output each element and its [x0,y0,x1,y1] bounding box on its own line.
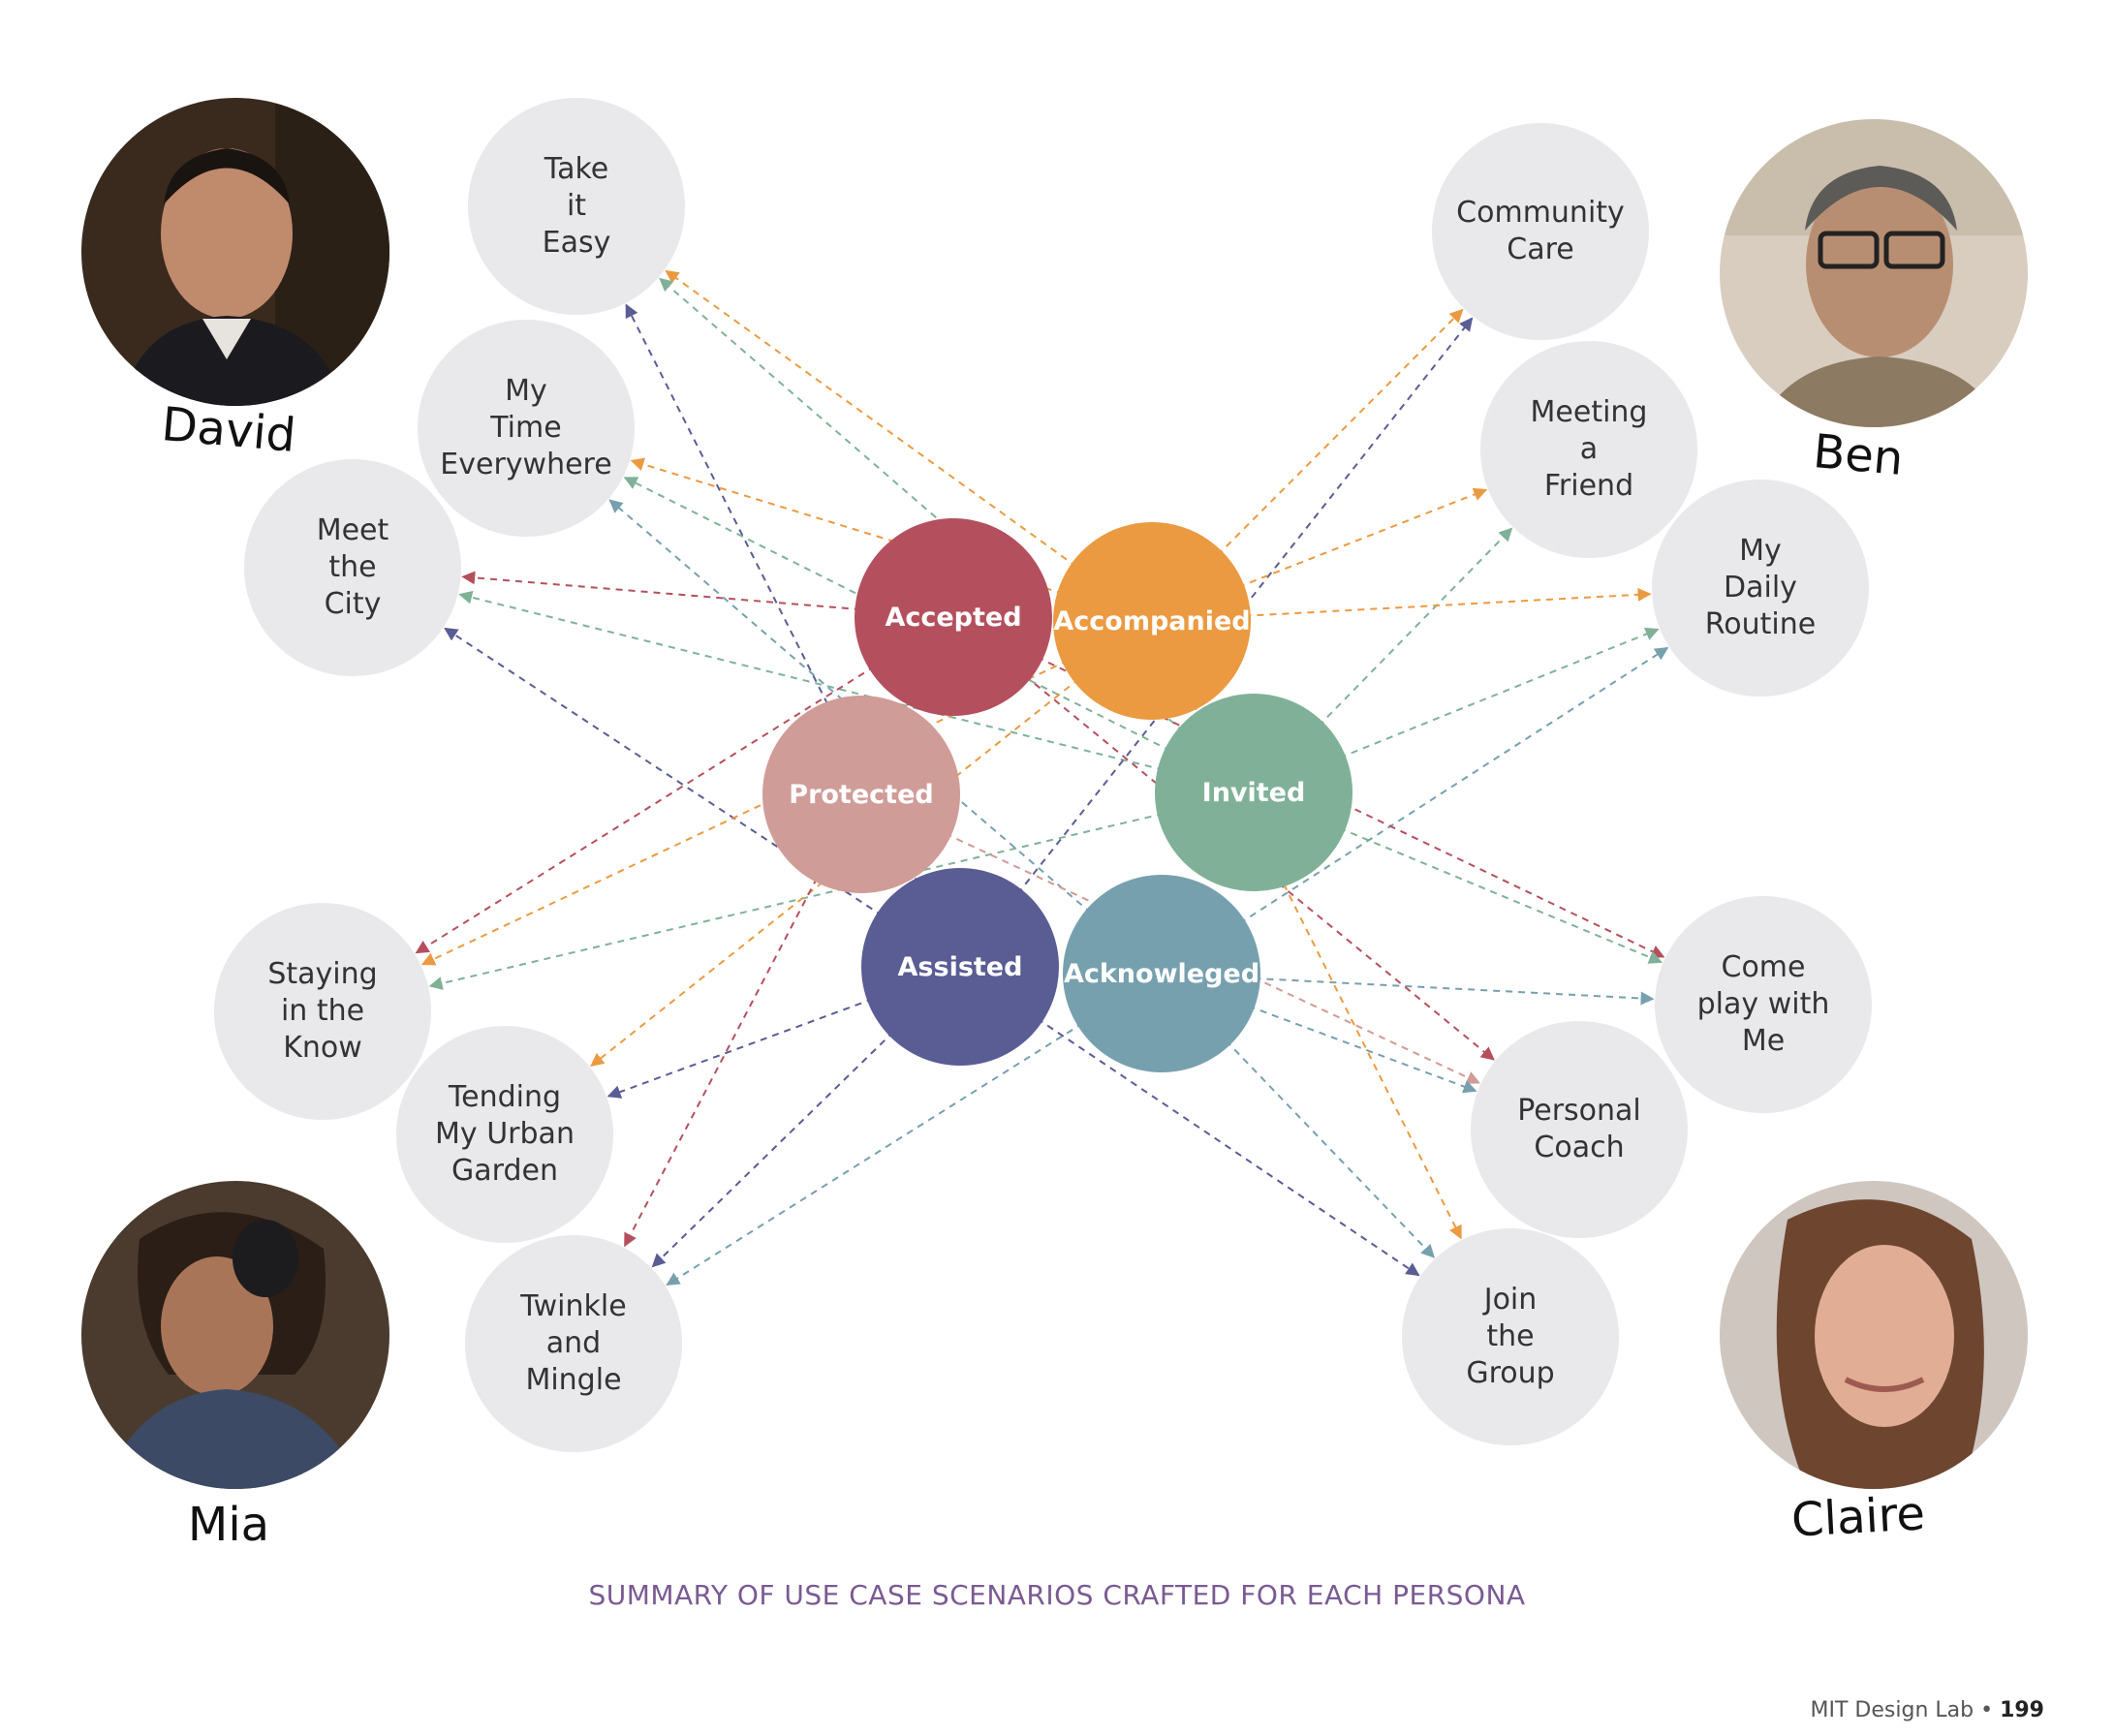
value-accepted[interactable]: Accepted [855,518,1052,716]
value-label: Invited [1201,777,1306,808]
value-label: Acknowleged [1063,958,1260,989]
scenario-label: Personal Coach [1517,1094,1641,1164]
figure-caption: SUMMARY OF USE CASE SCENARIOS CRAFTED FO… [588,1579,1526,1611]
persona-photo-mia [81,1181,389,1489]
value-label: Assisted [897,951,1023,982]
scenario-label: Tending My Urban Garden [435,1080,575,1188]
scenario-meeting-a-friend[interactable]: Meeting a Friend [1480,341,1697,558]
link-accompanied-to-my-time-everywhere [630,457,1125,613]
persona-photo-david [81,98,389,406]
scenario-meet-the-city[interactable]: Meet the City [244,459,461,676]
link-accompanied-to-my-daily-routine [1181,587,1652,621]
person-photo-ben-icon [1720,119,2028,427]
scenario-come-play-with-me[interactable]: Come play with Me [1655,896,1872,1113]
person-photo-mia-icon [81,1181,389,1489]
link-accompanied-to-join-the-group [1164,646,1462,1240]
person-photo-claire-icon [1720,1181,2028,1489]
footer-source: MIT Design Lab • [1810,1698,2001,1722]
scenario-personal-coach[interactable]: Personal Coach [1471,1021,1688,1238]
value-accompanied[interactable]: Accompanied [1053,522,1251,720]
persona-photo-claire [1720,1181,2028,1489]
scenario-label: Community Care [1456,196,1625,266]
scenario-label: Twinkle and Mingle [520,1289,627,1397]
value-protected[interactable]: Protected [762,696,960,893]
scenario-label: Meet the City [316,513,389,621]
value-label: Accompanied [1053,605,1251,636]
value-invited[interactable]: Invited [1155,694,1352,891]
link-accompanied-to-take-it-easy [665,269,1129,604]
scenario-my-time-everywhere[interactable]: My Time Everywhere [418,320,635,537]
page-number: 199 [2000,1698,2044,1722]
persona-photo-ben [1720,119,2028,427]
scenario-staying-in-the-know[interactable]: Staying in the Know [214,903,431,1120]
scenario-tending-my-urban-garden[interactable]: Tending My Urban Garden [396,1026,613,1243]
scenario-label: My Daily Routine [1704,534,1817,641]
scenario-take-it-easy[interactable]: Take it Easy [468,98,685,315]
link-invited-to-staying-in-the-know [428,798,1226,990]
link-acknowleged-to-come-play-with-me [1191,974,1655,1006]
link-invited-to-meet-the-city [458,590,1226,787]
link-accepted-to-meet-the-city [461,571,924,616]
value-acknowleged[interactable]: Acknowleged [1063,875,1260,1072]
scenario-twinkle-and-mingle[interactable]: Twinkle and Mingle [465,1235,682,1452]
scenario-my-daily-routine[interactable]: My Daily Routine [1652,480,1869,697]
scenario-community-care[interactable]: Community Care [1432,123,1649,340]
scenario-label: Join the Group [1466,1283,1555,1390]
scenario-join-the-group[interactable]: Join the Group [1402,1228,1619,1445]
link-protected-to-personal-coach [887,806,1480,1084]
link-acknowleged-to-my-time-everywhere [608,499,1140,955]
scenario-label: My Time Everywhere [440,374,612,481]
link-acknowleged-to-join-the-group [1181,994,1436,1258]
value-label: Accepted [885,602,1022,633]
link-acknowleged-to-twinkle-and-mingle [666,988,1137,1286]
value-label: Protected [789,779,934,810]
page-footer: MIT Design Lab • 199 [1811,1698,2044,1722]
scenario-label: Take it Easy [542,152,611,260]
persona-name-mia: Mia [187,1498,270,1552]
link-assisted-to-meet-the-city [444,627,936,952]
scenario-label: Meeting a Friend [1530,395,1648,503]
link-accepted-to-personal-coach [976,635,1495,1061]
scenario-label: Come play with Me [1696,950,1830,1058]
value-assisted[interactable]: Assisted [861,868,1059,1066]
person-photo-david-icon [81,98,389,406]
scenario-label: Staying in the Know [267,957,378,1065]
